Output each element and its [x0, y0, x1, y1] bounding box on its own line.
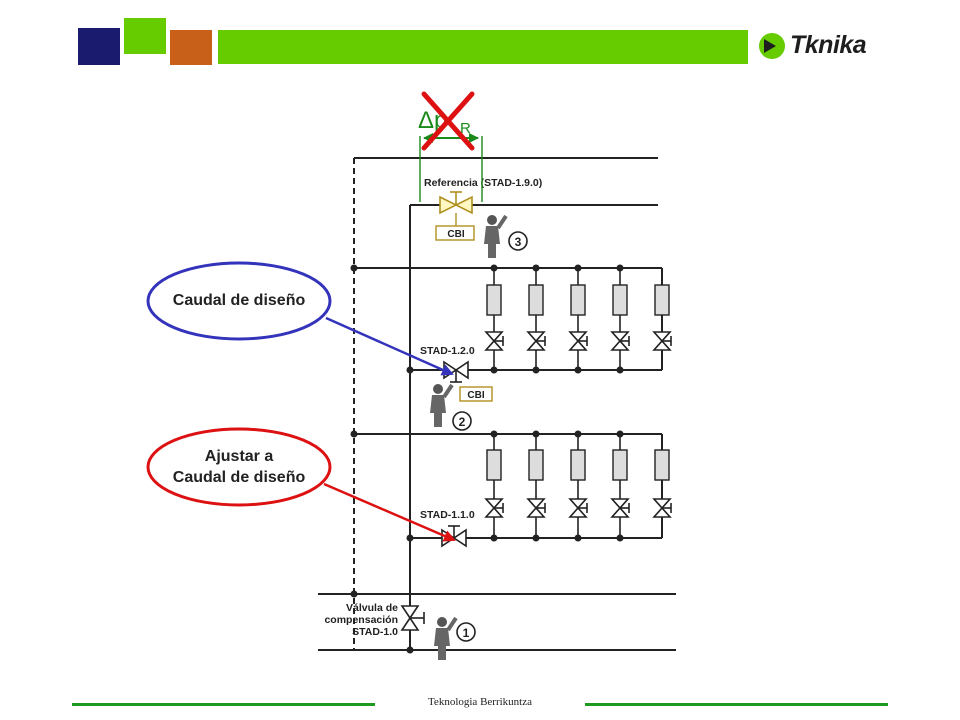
- header-bar: [218, 30, 748, 64]
- header-square-navy: [78, 28, 120, 65]
- header-square-orange: [170, 30, 212, 65]
- footer-rule-left: [72, 703, 375, 706]
- step-2-badge: [452, 411, 472, 431]
- adjust-text-line-2: Caudal de diseño: [172, 469, 306, 486]
- valve-stad-1-0: [400, 605, 425, 631]
- footer-rule-right: [585, 703, 888, 706]
- reference-valve: [435, 191, 475, 241]
- header-square-lime: [124, 18, 166, 54]
- step-3-badge: [508, 231, 528, 251]
- design-flow-text: Caudal de diseño: [172, 292, 306, 309]
- comp-valve-line-3: STAD-1.0: [352, 626, 398, 638]
- technician-icon: [428, 382, 454, 429]
- delta-p-subscript: R: [460, 120, 471, 137]
- design-flow-callout: [146, 261, 332, 341]
- step-1-badge: [456, 622, 476, 642]
- cbi-label-2: CBI: [467, 390, 484, 401]
- comp-valve-line-1: Válvula de: [346, 602, 398, 614]
- technician-icon: [432, 615, 458, 662]
- design-flow-arrow: [325, 316, 454, 376]
- logo-text: Tknika: [790, 31, 867, 59]
- adjust-callout: [146, 427, 332, 507]
- comp-valve-line-2: compensación: [324, 614, 398, 626]
- reference-label: Referencia (STAD-1.9.0): [424, 177, 542, 189]
- lower-terminal-units: [485, 430, 672, 542]
- upper-terminal-units: [485, 264, 672, 374]
- valve-2-label: STAD-1.2.0: [420, 345, 475, 357]
- footer-text: Teknologia Berrikuntza: [427, 696, 532, 708]
- step-1-number: 1: [463, 626, 470, 640]
- adjust-arrow: [323, 482, 456, 542]
- technician-icon: [482, 213, 508, 260]
- step-3-number: 3: [515, 235, 522, 249]
- valve-1-label: STAD-1.1.0: [420, 509, 475, 521]
- adjust-text-line-1: Ajustar a: [204, 448, 274, 465]
- step-2-number: 2: [459, 415, 466, 429]
- tknika-logo: [759, 33, 785, 59]
- cbi-label-3: CBI: [447, 229, 464, 240]
